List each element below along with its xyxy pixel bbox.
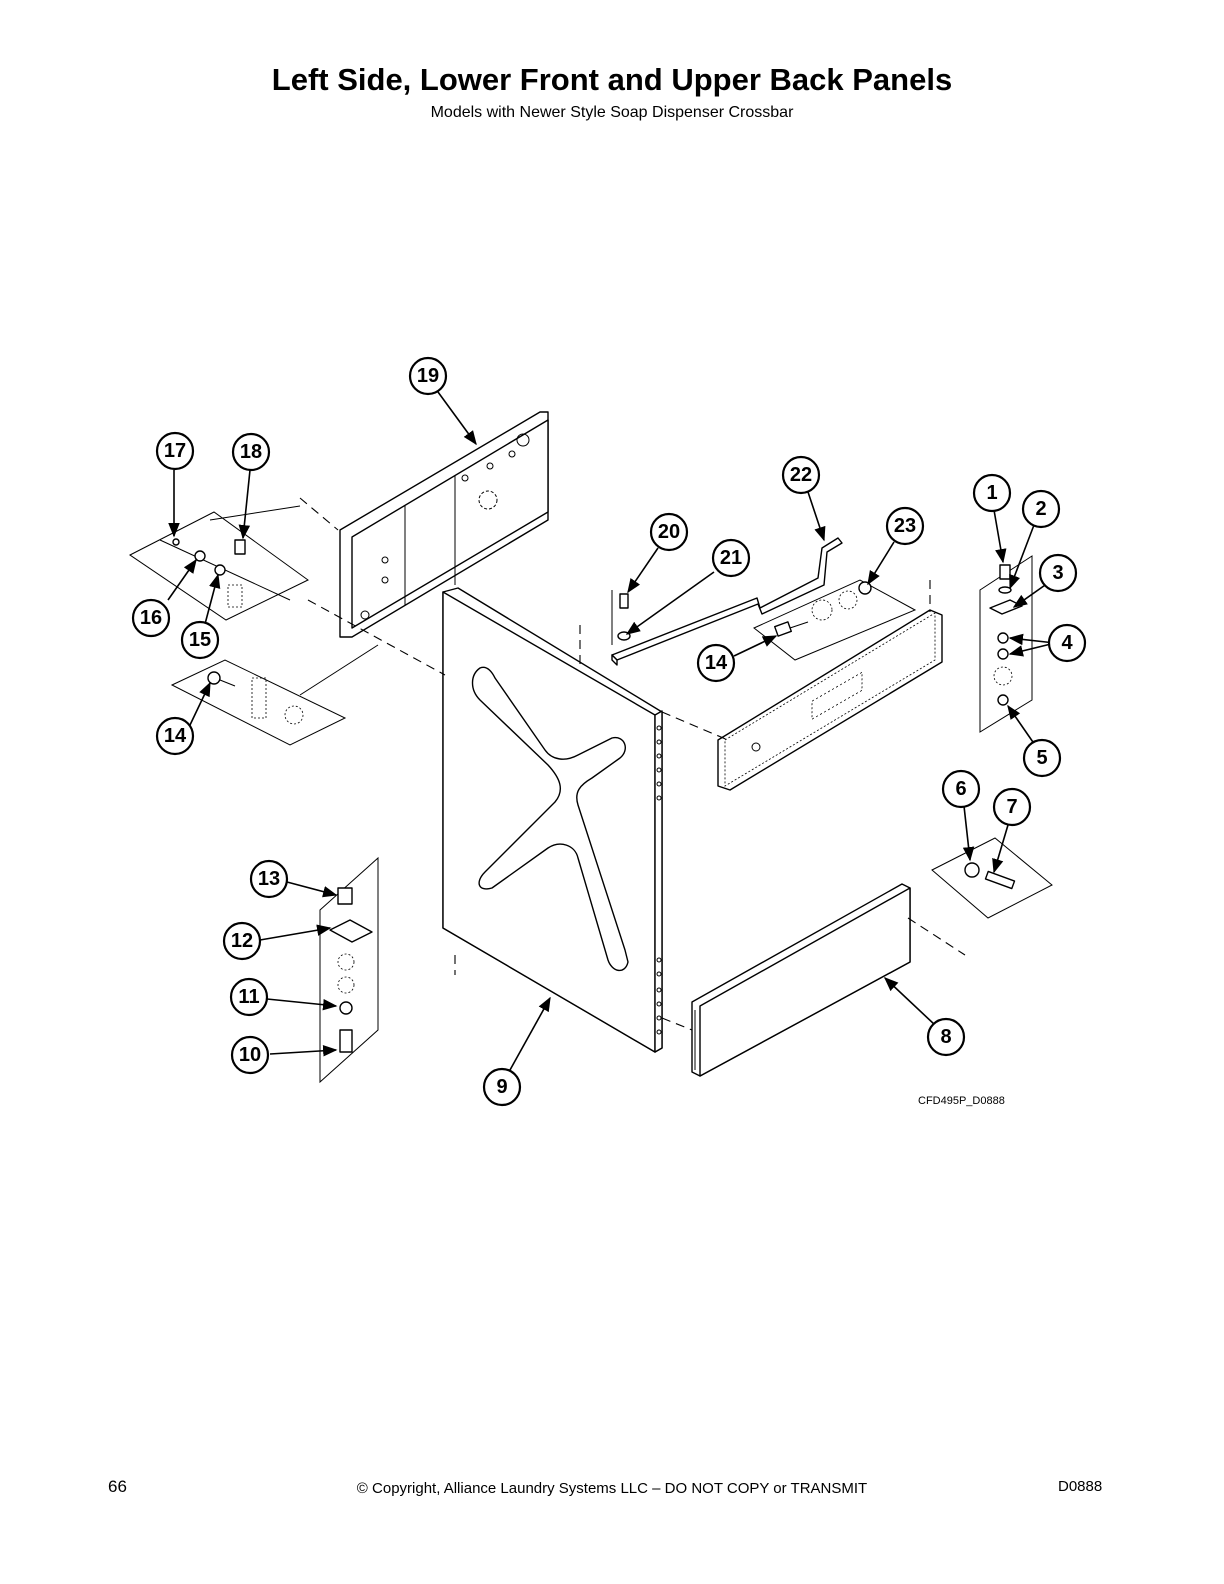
page-subtitle: Models with Newer Style Soap Dispenser C… [430,104,794,121]
callout-16: 16 [131,598,171,638]
svg-text:9: 9 [496,1076,507,1098]
callout-17: 17 [155,431,195,471]
svg-text:15: 15 [189,629,211,651]
detail-box-crossbar-bolt [611,590,631,645]
callout-20: 20 [649,512,689,552]
svg-text:22: 22 [790,464,812,486]
svg-text:8: 8 [940,1026,951,1048]
callout-12: 12 [222,921,262,961]
svg-text:14: 14 [705,652,728,674]
copyright-notice: © Copyright, Alliance Laundry Systems LL… [356,1480,868,1497]
svg-text:20: 20 [658,521,680,543]
detail-box-screw-center [753,579,917,661]
detail-box-bracket-fasteners [129,511,309,621]
upper-back-panel [339,411,549,638]
svg-text:13: 13 [258,868,280,890]
svg-text:21: 21 [720,547,742,569]
callout-14-center: 14 [696,643,736,683]
callout-leaders [167,391,1056,1071]
svg-text:12: 12 [231,930,253,952]
page-number: 66 [108,1477,127,1496]
svg-text:10: 10 [239,1044,261,1066]
callout-10: 10 [230,1035,270,1075]
svg-text:4: 4 [1061,632,1073,654]
svg-text:7: 7 [1006,796,1017,818]
callout-6: 6 [941,769,981,809]
figure-code: CFD495P_D0888 [918,1095,1005,1107]
callout-8: 8 [926,1017,966,1057]
callout-18: 18 [231,432,271,472]
detail-box-screw-left [170,659,347,746]
page-title: Left Side, Lower Front and Upper Back Pa… [271,62,953,97]
callout-13: 13 [249,859,289,899]
left-side-panel [442,587,663,1053]
callout-3: 3 [1038,553,1078,593]
callout-11: 11 [229,977,269,1017]
detail-box-hardware-stack-left [319,856,379,1084]
assembly-lines [209,497,966,1031]
callout-14-left: 14 [155,716,195,756]
callout-9: 9 [482,1067,522,1107]
svg-text:11: 11 [238,986,259,1008]
svg-text:14: 14 [164,725,187,747]
callout-2: 2 [1021,489,1061,529]
callout-21: 21 [711,538,751,578]
svg-text:19: 19 [417,365,439,387]
svg-text:1: 1 [986,482,997,504]
detail-box-hardware-stack-right [979,555,1033,733]
svg-text:17: 17 [164,440,186,462]
svg-text:16: 16 [140,607,162,629]
svg-text:6: 6 [955,778,966,800]
callout-5: 5 [1022,738,1062,778]
callout-1: 1 [972,473,1012,513]
callout-7: 7 [992,787,1032,827]
callout-4: 4 [1047,623,1087,663]
callout-19: 19 [408,356,448,396]
svg-text:2: 2 [1035,498,1046,520]
document-code: D0888 [1058,1478,1103,1495]
callout-15: 15 [180,620,220,660]
callout-23: 23 [885,506,925,546]
svg-text:18: 18 [240,441,262,463]
svg-text:23: 23 [894,515,916,537]
callout-22: 22 [781,455,821,495]
lower-front-panel [691,883,911,1077]
svg-text:3: 3 [1052,562,1063,584]
svg-text:5: 5 [1036,747,1047,769]
detail-box-front-panel-screw [931,837,1053,919]
